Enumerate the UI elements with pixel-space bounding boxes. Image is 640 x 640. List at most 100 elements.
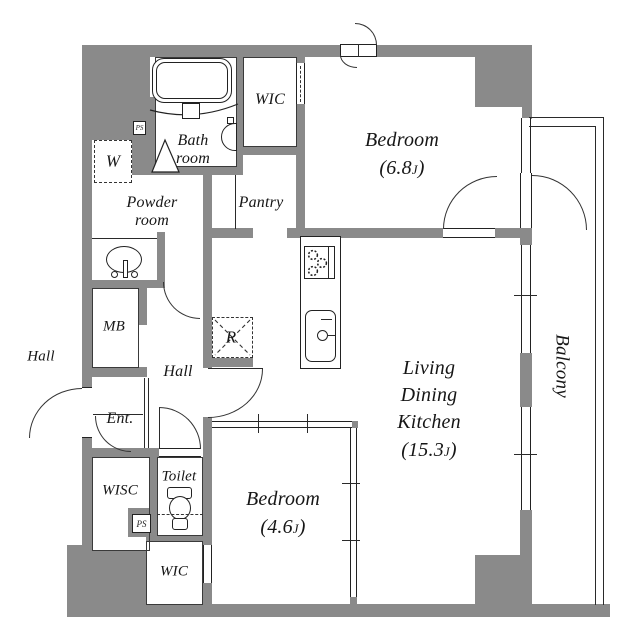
- wall: [203, 417, 212, 545]
- toilet-dashed-line: [157, 514, 203, 515]
- room-label-ldk-1: Living: [402, 357, 456, 379]
- wall: [83, 367, 147, 377]
- size-value: (4.6: [260, 516, 293, 538]
- wall: [203, 358, 253, 367]
- wall: [296, 104, 305, 155]
- wall: [475, 45, 532, 107]
- room-label-entrance: Ent.: [106, 410, 134, 427]
- double-door-divider: [358, 44, 359, 57]
- room-label-wisc: WISC: [102, 482, 138, 499]
- door-opening: [443, 228, 495, 238]
- wall: [522, 107, 532, 119]
- toilet-room: [157, 457, 203, 536]
- room-label-bathroom-2: room: [176, 150, 210, 167]
- room-label-meter-box: MB: [102, 318, 126, 335]
- wall: [296, 57, 305, 66]
- washbasin-knob: [111, 271, 118, 278]
- room-size-bedroom-top: (6.8J): [379, 158, 424, 178]
- window-tick: [514, 295, 537, 297]
- refrigerator-cross-icon: [214, 319, 251, 356]
- wall: [350, 591, 357, 604]
- room-label-ldk-3: Kitchen: [397, 411, 461, 433]
- partition-tick: [307, 414, 309, 433]
- wall: [83, 280, 165, 288]
- wall: [157, 232, 165, 280]
- room-label-powder-1: Powder: [126, 194, 178, 211]
- wall: [203, 583, 212, 604]
- room-label-hall: Hall: [163, 363, 193, 380]
- room-label-wic-bottom: WIC: [159, 563, 189, 580]
- wall: [243, 147, 305, 155]
- toilet-door-arc: [159, 407, 201, 449]
- wic-sliding-door-dash: [300, 66, 301, 102]
- wall: [475, 555, 520, 605]
- stove-divider: [328, 247, 329, 278]
- window: [521, 407, 531, 510]
- room-label-powder-2: room: [135, 212, 169, 229]
- room-label-toilet: Toilet: [161, 468, 197, 485]
- room-label-balcony: Balcony: [551, 334, 573, 398]
- wall: [92, 448, 159, 457]
- bedroom-door-arc: [443, 176, 497, 229]
- wall: [203, 175, 212, 368]
- room-size-ldk: (15.3J): [401, 440, 457, 460]
- wall: [495, 228, 520, 238]
- ldk-door-arc: [208, 369, 263, 418]
- entrance-opening: [82, 387, 92, 438]
- wall: [520, 228, 532, 245]
- hall-step-line: [148, 378, 149, 448]
- stove-burner-icons: [307, 249, 328, 277]
- size-close: ): [298, 516, 306, 538]
- balcony-door-arc: [532, 175, 587, 230]
- balcony-edge: [595, 126, 597, 605]
- room-label-bathroom-1: Bath: [177, 132, 209, 149]
- wall: [237, 57, 243, 167]
- toilet-bowl: [169, 496, 191, 520]
- wall: [67, 604, 610, 617]
- size-unit: J: [411, 162, 418, 177]
- size-close: ): [417, 157, 425, 179]
- size-unit: J: [292, 521, 299, 536]
- sink-accessory-line: [321, 319, 332, 320]
- room-size-bedroom-bottom: (4.6J): [260, 517, 305, 537]
- washer-space-box: [94, 140, 132, 183]
- wall: [146, 535, 203, 541]
- wic-bottom-room: [146, 541, 203, 605]
- wall: [92, 550, 146, 605]
- size-value: (15.3: [401, 439, 444, 461]
- balcony-edge: [603, 117, 605, 605]
- partition-tick: [258, 414, 260, 433]
- partition-tick: [342, 540, 360, 542]
- wall: [287, 228, 443, 238]
- vanity-counter-edge: [92, 238, 157, 239]
- powder-room-door-arc: [163, 282, 200, 319]
- size-close: ): [449, 439, 457, 461]
- wisc-room: [92, 457, 150, 551]
- wall: [520, 353, 532, 407]
- wic-bottom-door: [203, 545, 212, 583]
- partition-tick: [342, 483, 360, 485]
- wall: [150, 457, 157, 541]
- room-label-wic-top: WIC: [255, 91, 285, 108]
- hall-step-line: [144, 378, 145, 448]
- balcony-edge: [529, 117, 604, 119]
- sliding-partition: [212, 421, 352, 428]
- bath-folding-door-icon: [151, 138, 180, 173]
- bathroom-room: [155, 57, 237, 167]
- window: [521, 245, 531, 353]
- wall: [212, 228, 253, 238]
- toilet-base: [172, 518, 188, 530]
- wall: [82, 45, 92, 388]
- wall: [138, 280, 147, 325]
- meter-box-room: [92, 288, 139, 368]
- wall: [82, 438, 92, 550]
- bath-counter: [182, 103, 200, 119]
- wall: [148, 167, 243, 175]
- label-hall-outside: Hall: [27, 348, 55, 365]
- room-label-bedroom-top: Bedroom: [365, 129, 439, 151]
- size-unit: J: [443, 444, 450, 459]
- washbasin-knob: [131, 271, 138, 278]
- wall: [350, 421, 357, 431]
- wall: [296, 155, 305, 233]
